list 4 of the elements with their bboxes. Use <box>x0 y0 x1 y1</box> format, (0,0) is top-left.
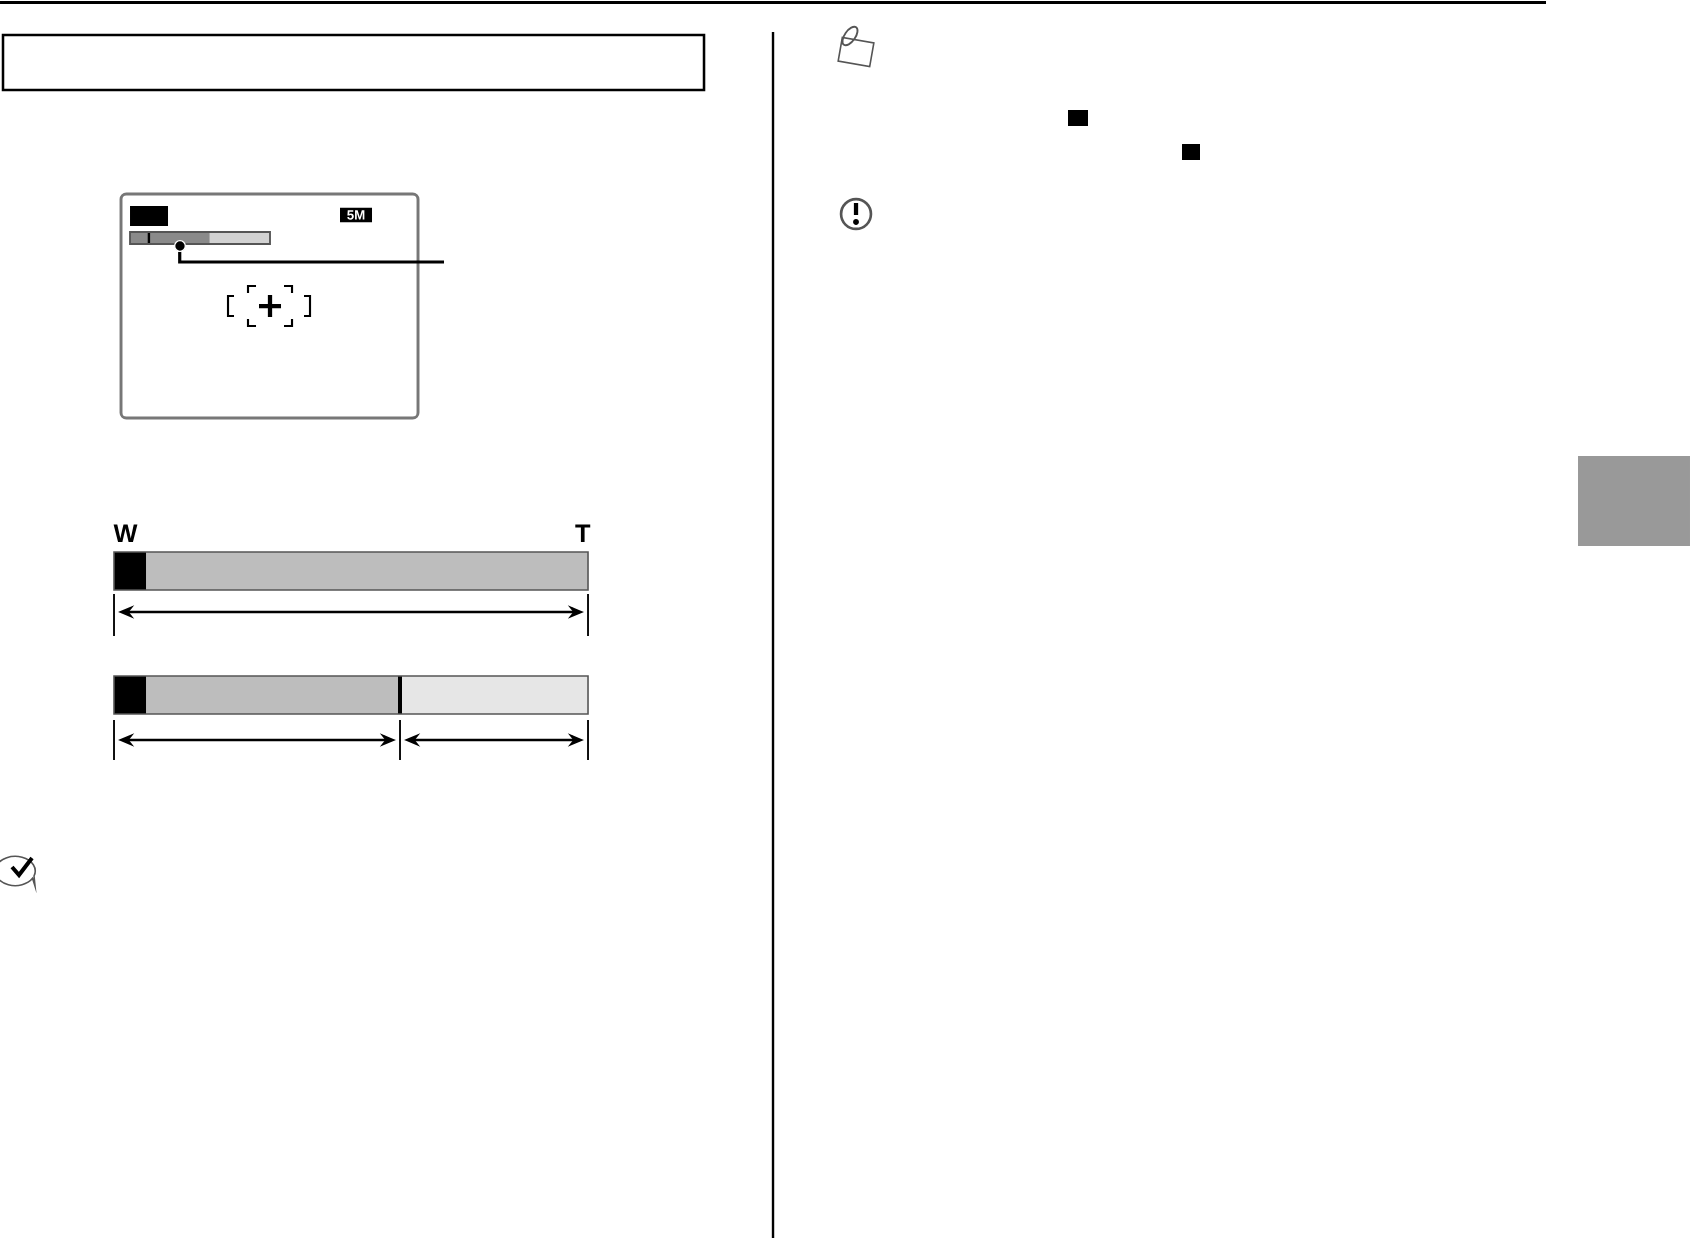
heading-box <box>1 33 706 92</box>
zoom-end-label: W <box>113 524 138 542</box>
leader-line <box>178 251 444 264</box>
zoom-end-label: T <box>575 524 591 542</box>
